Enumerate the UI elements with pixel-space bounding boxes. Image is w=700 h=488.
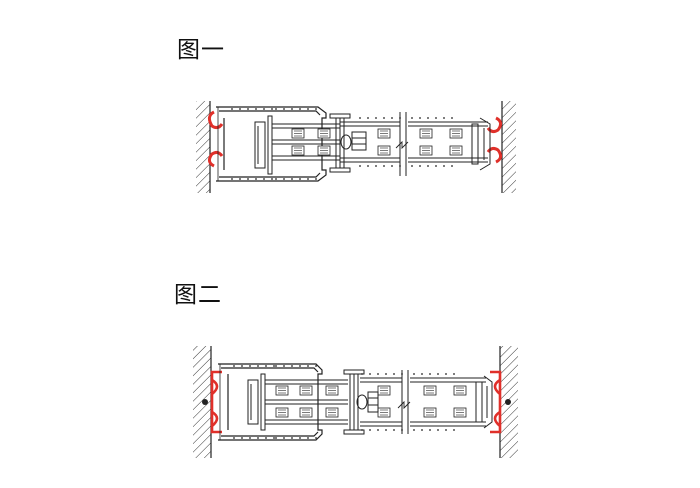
right-fixing-knob [505, 399, 511, 405]
left-wall [196, 101, 211, 193]
figure-1-label: 图一 [177, 37, 225, 63]
center-mullion [329, 113, 351, 173]
left-sash-cap-2 [247, 373, 266, 431]
square-knob-icon-2 [367, 391, 379, 413]
panel-rails-2 [265, 377, 486, 427]
left-sash-cap [254, 115, 273, 175]
center-mullion-2 [343, 369, 365, 435]
oval-lock-icon-2 [356, 394, 368, 410]
figure-1-drawing [196, 101, 516, 193]
left-seals [207, 110, 224, 168]
right-wall [501, 101, 516, 193]
figure-2-drawing [193, 346, 518, 458]
break-line-2 [397, 370, 411, 434]
left-bracket-seal [210, 370, 222, 434]
oval-lock-icon [340, 134, 352, 150]
outer-frame [216, 106, 327, 182]
right-sash-end [471, 117, 491, 171]
right-bracket-seal [490, 370, 502, 434]
right-sash-end-2 [475, 375, 493, 429]
square-knob-icon [351, 131, 367, 151]
figure-2-label: 图二 [174, 282, 222, 308]
left-fixing-knob [202, 399, 208, 405]
panel-rails [272, 121, 488, 163]
right-seals [486, 116, 503, 164]
outer-frame-2 [218, 363, 323, 441]
